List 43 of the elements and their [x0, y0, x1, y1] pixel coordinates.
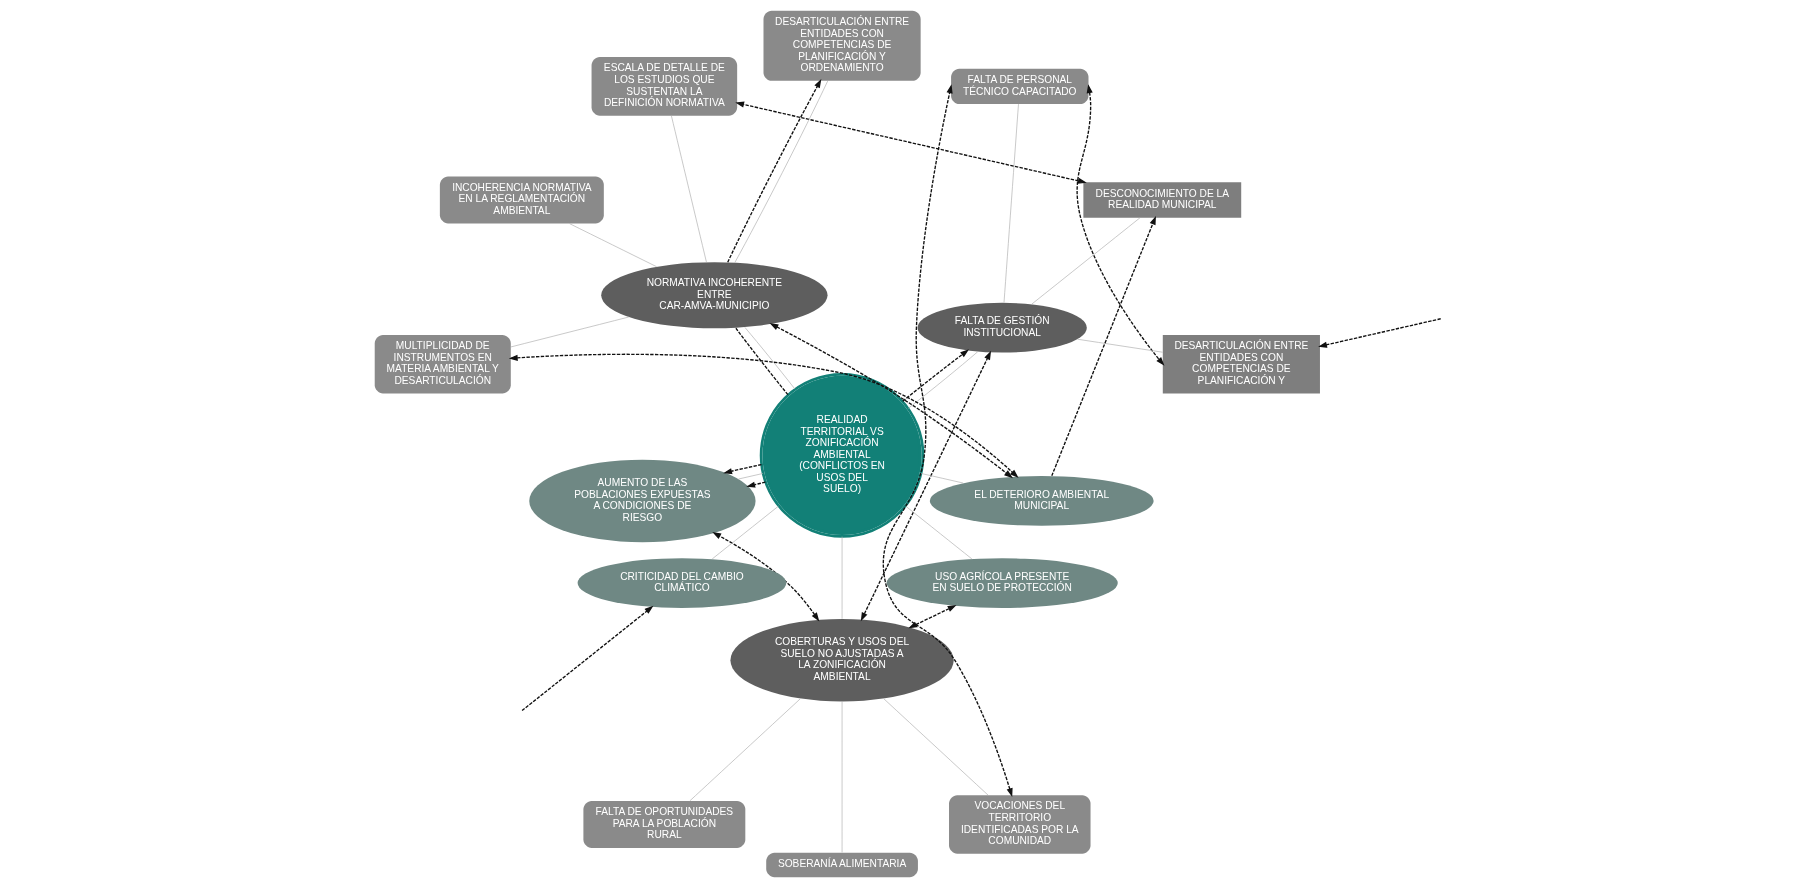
connector: [738, 473, 764, 480]
arrow: [882, 84, 1013, 798]
arrow: [735, 101, 1087, 184]
connector: [1077, 338, 1164, 353]
connector: [920, 473, 964, 484]
arrow: [902, 349, 970, 402]
node-box: FALTA DE PERSONAL TÉCNICO CAPACITADO: [951, 68, 1089, 105]
connector: [883, 698, 989, 796]
node-box: DESARTICULACIÓN ENTRE ENTIDADES CON COMPETENCIAS DE PLANIFICACIÓN Y: [1162, 335, 1320, 394]
connector: [510, 316, 630, 348]
arrow: [521, 605, 654, 712]
arrow: [1076, 84, 1165, 366]
node-ellipse: CRITICIDAD DEL CAMBIO CLIMÁTICO: [577, 558, 787, 608]
arrow: [723, 463, 763, 475]
connector: [711, 505, 779, 560]
arrow: [508, 353, 1019, 478]
arrow: [1318, 318, 1442, 348]
node-box: ESCALA DE DETALLE DE LOS ESTUDIOS QUE SUSTENTAN LA DEFINICIÓN NORMATIVA: [591, 57, 738, 116]
connector: [1003, 103, 1019, 303]
connector: [671, 115, 707, 263]
arrow: [1051, 215, 1156, 477]
connector: [744, 326, 796, 390]
connector: [907, 351, 979, 409]
node-box: MULTIPLICIDAD DE INSTRUMENTOS EN MATERIA AMBIENTAL Y DESARTICULACIÓN: [374, 335, 511, 394]
arrow: [860, 350, 992, 622]
node-box: VOCACIONES DEL TERRITORIO IDENTIFICADAS POR LA COMUNIDAD: [949, 795, 1091, 854]
node-box: FALTA DE OPORTUNIDADES PARA LA POBLACIÓN RURAL: [583, 800, 746, 848]
node-box: DESCONOCIMIENTO DE LA REALIDAD MUNICIPAL: [1083, 182, 1242, 218]
arrow: [908, 605, 957, 629]
node-ellipse: FALTA DE GESTIÓN INSTITUCIONAL: [917, 302, 1087, 353]
connector: [569, 223, 657, 268]
node-ellipse: EL DETERIORO AMBIENTAL MUNICIPAL: [929, 476, 1154, 526]
connector: [1031, 217, 1141, 305]
arrow: [746, 481, 767, 488]
node-ellipse: USO AGRÍCOLA PRESENTE EN SUELO DE PROTECCIÓN: [886, 558, 1118, 608]
node-box: SOBERANÍA ALIMENTARIA: [766, 852, 918, 878]
connector: [689, 698, 801, 802]
node-box: INCOHERENCIA NORMATIVA EN LA REGLAMENTACIÓN AMBIENTAL: [439, 176, 604, 224]
connector: [735, 327, 789, 396]
node-box: DESARTICULACIÓN ENTRE ENTIDADES CON COMPETENCIAS DE PLANIFICACIÓN Y ORDENAMIENTO: [763, 10, 921, 81]
arrow: [712, 532, 820, 622]
arrow: [769, 323, 1013, 479]
connector: [905, 505, 973, 560]
